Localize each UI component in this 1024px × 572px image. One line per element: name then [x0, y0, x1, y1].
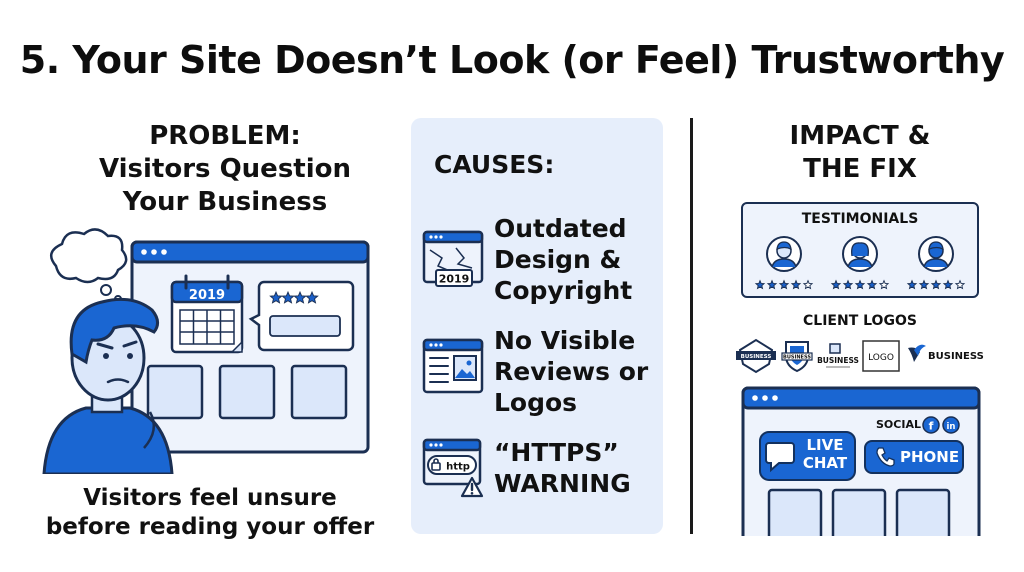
star-rating: [754, 279, 814, 290]
star-filled-icon: [766, 279, 778, 290]
problem-heading-line: Your Business: [122, 187, 328, 217]
broken-window-year: 2019: [439, 273, 470, 286]
testimonial-avatar-icon: [766, 236, 802, 272]
badge-logo-icon: BUSINESS: [736, 338, 776, 374]
star-filled-icon: [830, 279, 842, 290]
outdated-browser-window-icon: 2019: [130, 240, 370, 454]
star-filled-icon: [293, 290, 307, 304]
swoosh-logo-icon: BUSINESS: [908, 344, 984, 362]
client-logos-label: CLIENT LOGOS: [803, 313, 917, 329]
shield-logo-icon: BUSINESS: [781, 341, 813, 373]
star-filled-icon: [269, 290, 283, 304]
testimonial-avatars: [754, 236, 966, 290]
svg-text:in: in: [947, 422, 956, 432]
social-label: SOCIAL: [876, 418, 921, 431]
problem-caption: Visitors feel unsure before reading your…: [30, 484, 390, 542]
cause-line: Outdated: [494, 214, 627, 243]
linkedin-icon: in: [942, 416, 960, 434]
calendar-year: 2019: [189, 288, 225, 303]
problem-heading: PROBLEM: Visitors Question Your Business: [60, 120, 390, 219]
live-chat-label: LIVE CHAT: [795, 436, 855, 472]
star-rating: [906, 279, 966, 290]
logo-text: BUSINESS: [741, 354, 772, 360]
cause-line: Logos: [494, 388, 578, 417]
thought-bubble-icon: [49, 228, 128, 303]
star-empty-icon: [802, 279, 814, 290]
logo-text: BUSINESS: [817, 356, 859, 365]
facebook-icon: f: [922, 416, 940, 434]
broken-window-icon: 2019: [422, 230, 484, 287]
testimonial-avatar-icon: [842, 236, 878, 272]
causes-title: CAUSES:: [434, 150, 555, 179]
logo-box-icon: LOGO: [862, 340, 900, 372]
confused-visitor-illustration: 2019: [42, 228, 370, 474]
problem-caption-line: before reading your offer: [45, 514, 375, 540]
cause-line: Copyright: [494, 276, 633, 305]
testimonials-label: TESTIMONIALS: [801, 211, 919, 227]
confused-person-icon: [42, 297, 174, 474]
live-chat-button[interactable]: LIVE CHAT: [759, 431, 856, 481]
logo-text: BUSINESS: [928, 351, 984, 362]
star-rating: [269, 290, 319, 304]
impact-heading-line: IMPACT &: [789, 121, 931, 151]
testimonial-avatar-icon: [918, 236, 954, 272]
cause-line: “HTTPS”: [494, 438, 619, 467]
problem-heading-line: Visitors Question: [98, 154, 352, 184]
star-filled-icon: [281, 290, 295, 304]
cause-line: Reviews or: [494, 357, 649, 386]
star-filled-icon: [842, 279, 854, 290]
http-label: http: [446, 462, 470, 473]
phone-label: PHONE: [900, 448, 960, 466]
column-divider: [690, 118, 693, 534]
phone-icon: [876, 447, 895, 467]
http-warning-icon: http: [422, 438, 484, 498]
impact-heading: IMPACT & THE FIX: [745, 120, 975, 186]
live-chat-line: CHAT: [802, 454, 848, 472]
problem-caption-line: Visitors feel unsure: [83, 485, 337, 511]
logo-text: BUSINESS: [783, 355, 811, 361]
cause-outdated-design: Outdated Design & Copyright: [494, 213, 632, 306]
star-empty-icon: [954, 279, 966, 290]
star-filled-icon: [918, 279, 930, 290]
chat-bubble-icon: [765, 442, 795, 473]
star-filled-icon: [754, 279, 766, 290]
cause-line: WARNING: [494, 469, 631, 498]
cause-line: No Visible: [494, 326, 636, 355]
calendar-icon: 2019: [170, 274, 244, 354]
logo-text: LOGO: [868, 353, 894, 363]
problem-heading-line: PROBLEM:: [149, 121, 301, 151]
page-title: 5. Your Site Doesn’t Look (or Feel) Trus…: [19, 38, 1005, 82]
star-rating: [830, 279, 890, 290]
cause-https-warning: “HTTPS” WARNING: [494, 437, 631, 499]
client-logos-row: BUSINESS BUSINESS BUSINESS LOGO BUSINESS: [736, 338, 984, 374]
fixed-browser-window-icon: f in: [741, 386, 981, 536]
star-filled-icon: [305, 290, 319, 304]
building-logo-icon: BUSINESS: [817, 343, 859, 368]
star-filled-icon: [906, 279, 918, 290]
cause-line: Design &: [494, 245, 622, 274]
impact-heading-line: THE FIX: [803, 154, 917, 184]
star-filled-icon: [778, 279, 790, 290]
star-filled-icon: [854, 279, 866, 290]
star-empty-icon: [878, 279, 890, 290]
star-filled-icon: [790, 279, 802, 290]
star-filled-icon: [930, 279, 942, 290]
cause-no-reviews: No Visible Reviews or Logos: [494, 325, 648, 418]
phone-button[interactable]: PHONE: [864, 440, 964, 474]
svg-text:f: f: [929, 420, 934, 433]
webpage-image-icon: [422, 338, 484, 394]
star-filled-icon: [942, 279, 954, 290]
star-filled-icon: [866, 279, 878, 290]
live-chat-line: LIVE: [806, 436, 844, 454]
testimonials-card: TESTIMONIALS: [741, 202, 979, 298]
review-bubble-icon: [248, 280, 355, 352]
